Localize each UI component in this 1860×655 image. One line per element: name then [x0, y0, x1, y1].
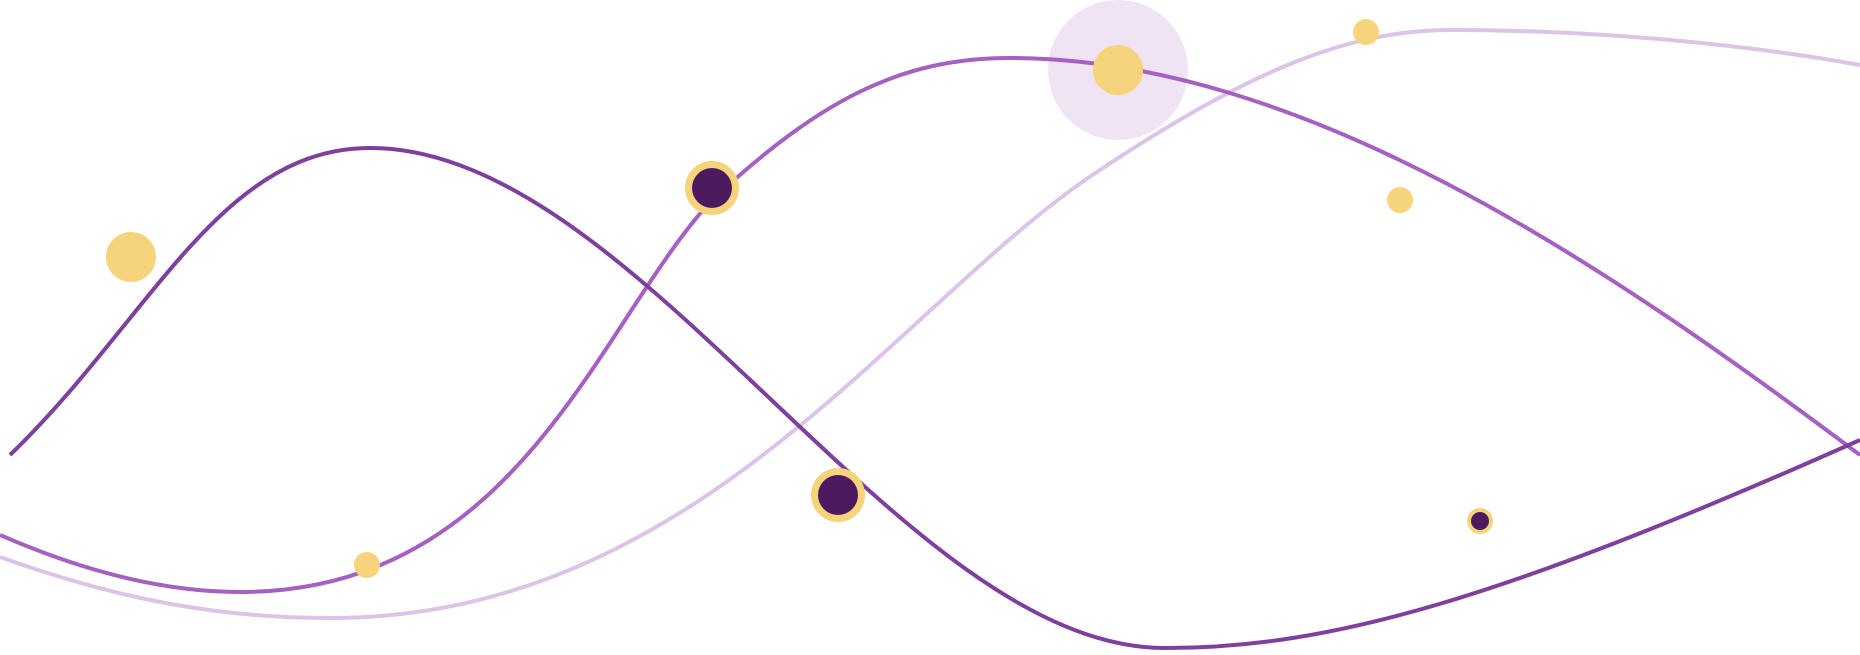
node-yellow	[106, 232, 156, 282]
node-dark	[692, 168, 732, 208]
node-yellow-small	[1353, 19, 1379, 45]
node-yellow-small	[1387, 187, 1413, 213]
node-dark-small	[1471, 512, 1489, 530]
medium-wave-line	[0, 55, 1860, 595]
dark-wave-line	[8, 145, 1860, 651]
node-yellow-highlight	[1093, 45, 1143, 95]
light-wave-line	[0, 27, 1860, 621]
node-yellow-small	[354, 552, 380, 578]
node-dark	[818, 475, 858, 515]
